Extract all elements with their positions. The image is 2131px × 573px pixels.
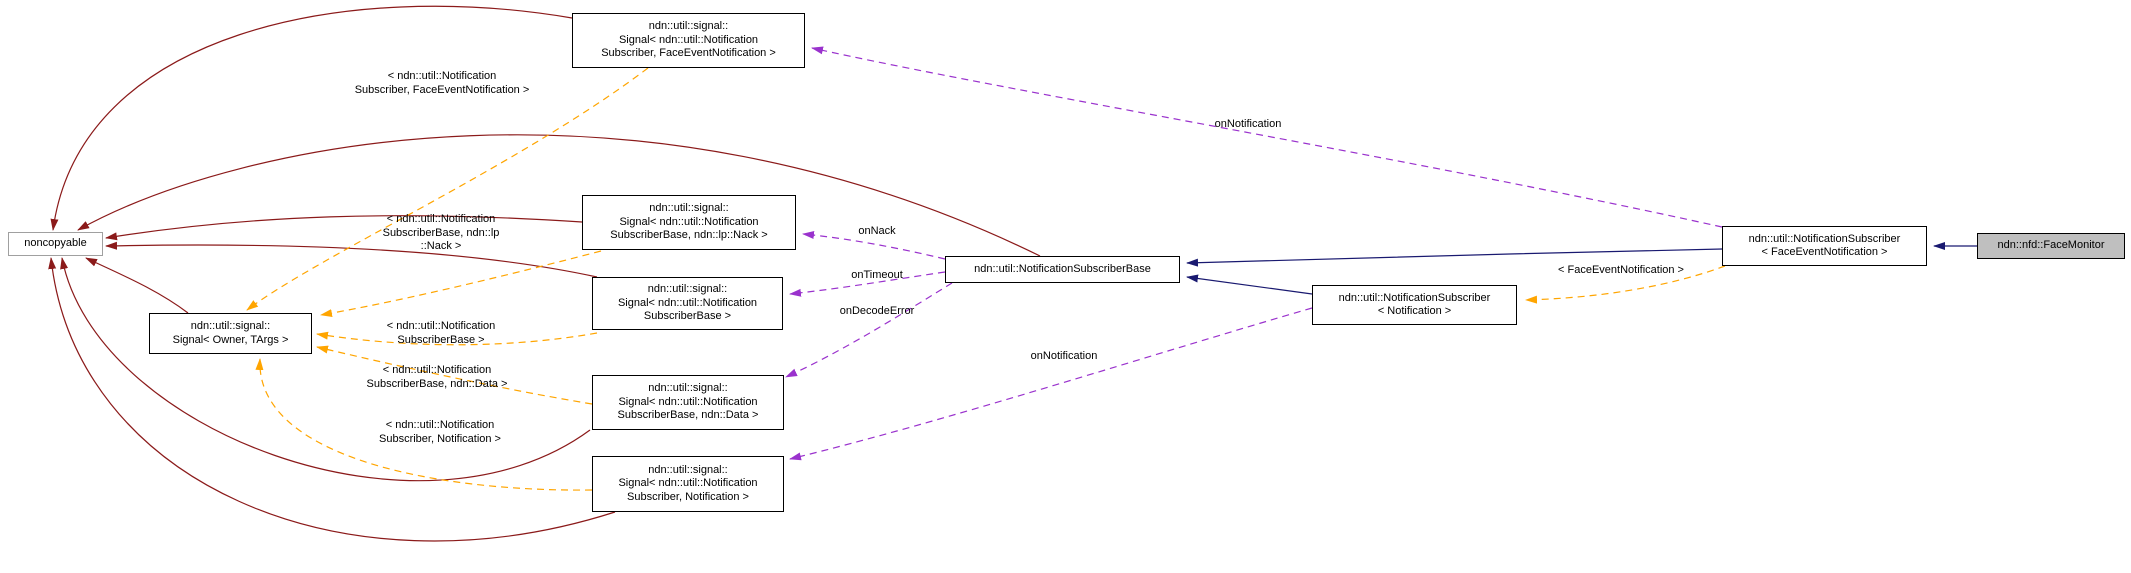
class-label: noncopyable bbox=[24, 237, 87, 250]
label-template-args-faceeventnotification: < FaceEventNotification > bbox=[1558, 264, 1684, 278]
class-notificationsubscriber-faceeventnotification[interactable]: ndn::util::NotificationSubscriber < Face… bbox=[1722, 226, 1927, 266]
class-label: ndn::util::NotificationSubscriber bbox=[1338, 291, 1491, 304]
class-label: ndn::util::signal:: bbox=[648, 382, 728, 395]
edge-label-line: SubscriberBase > bbox=[397, 333, 485, 346]
edge-inherit-signal-base-noncopyable bbox=[105, 241, 598, 278]
label-on-decode-error: onDecodeError bbox=[840, 305, 915, 319]
edge-tmpl-signal-data-signal-owner bbox=[316, 345, 593, 405]
edge-inherit-nsb-noncopyable bbox=[77, 134, 1041, 257]
class-label: ndn::util::signal:: bbox=[648, 20, 729, 33]
edge-label-line: < ndn::util::Notification bbox=[382, 364, 492, 376]
class-label: Signal< ndn::util::Notification bbox=[618, 33, 759, 46]
edge-label-line: onNotification bbox=[1030, 350, 1098, 362]
class-label: Subscriber, Notification > bbox=[627, 490, 749, 503]
edge-inherit-signal-nack-noncopyable bbox=[105, 215, 583, 241]
label-on-nack: onNack bbox=[858, 225, 895, 239]
class-label: ndn::util::signal:: bbox=[649, 202, 729, 215]
edge-label-line: < ndn::util::Notification bbox=[387, 70, 497, 82]
label-template-args-subscriberbase-nack: < ndn::util::Notification SubscriberBase… bbox=[383, 213, 500, 254]
edge-label-line: Subscriber, Notification > bbox=[379, 432, 501, 445]
class-label: < Notification > bbox=[1377, 305, 1452, 317]
class-label: Signal< ndn::util::Notification bbox=[618, 395, 758, 408]
edge-label-line: < FaceEventNotification > bbox=[1558, 264, 1684, 276]
edge-label-line: onTimeout bbox=[851, 269, 903, 281]
edge-inherit-signal-owner-noncopyable bbox=[85, 257, 189, 314]
edge-label-line: onNotification bbox=[1214, 118, 1282, 130]
class-notificationsubscriberbase[interactable]: ndn::util::NotificationSubscriberBase bbox=[945, 256, 1180, 283]
class-noncopyable[interactable]: noncopyable bbox=[8, 232, 103, 256]
edge-inherit-signal-notif-noncopyable bbox=[48, 257, 616, 542]
label-on-notification-mid: onNotification bbox=[1031, 350, 1098, 364]
label-template-args-subscriber-faceeventnotification: < ndn::util::Notification Subscriber, Fa… bbox=[355, 70, 530, 97]
label-template-args-subscriber-notification: < ndn::util::Notification Subscriber, No… bbox=[379, 419, 501, 446]
class-notificationsubscriber-notification[interactable]: ndn::util::NotificationSubscriber < Noti… bbox=[1312, 285, 1517, 325]
class-facemonitor[interactable]: ndn::nfd::FaceMonitor bbox=[1977, 233, 2125, 259]
class-label: ndn::nfd::FaceMonitor bbox=[1997, 239, 2105, 252]
edge-inherit-ns-fen-nsb bbox=[1186, 248, 1723, 267]
class-label: SubscriberBase > bbox=[643, 310, 732, 323]
edge-tmpl-ns-fen-ns-notif bbox=[1525, 265, 1726, 304]
class-label: ndn::util::NotificationSubscriber bbox=[1748, 232, 1901, 245]
edge-label-line: < ndn::util::Notification bbox=[385, 419, 495, 431]
class-signal-subscriberbase-nack[interactable]: ndn::util::signal:: Signal< ndn::util::N… bbox=[582, 195, 796, 250]
class-signal-subscriber-notification[interactable]: ndn::util::signal:: Signal< ndn::util::N… bbox=[592, 456, 784, 512]
edge-tmpl-signal-nack-signal-owner bbox=[320, 250, 602, 318]
class-signal-subscriberbase[interactable]: ndn::util::signal:: Signal< ndn::util::N… bbox=[592, 277, 783, 330]
edge-usage-ns-fen-signal-fen bbox=[811, 46, 1723, 228]
edge-tmpl-signal-base-signal-owner bbox=[316, 331, 598, 346]
edge-label-line: onDecodeError bbox=[839, 305, 915, 317]
label-template-args-subscriberbase: < ndn::util::Notification SubscriberBase… bbox=[387, 320, 496, 347]
label-on-notification-top: onNotification bbox=[1215, 118, 1282, 132]
class-signal-subscriber-faceeventnotification[interactable]: ndn::util::signal:: Signal< ndn::util::N… bbox=[572, 13, 805, 68]
edge-inherit-signal-fen-noncopyable bbox=[50, 5, 573, 231]
edge-label-line: SubscriberBase, ndn::Data > bbox=[366, 377, 508, 390]
class-label: ndn::util::signal:: bbox=[647, 283, 728, 296]
edge-usage-nsb-signal-nack bbox=[802, 231, 946, 260]
class-label: Signal< Owner, TArgs > bbox=[172, 333, 289, 346]
edge-label-line: ::Nack > bbox=[420, 240, 462, 252]
class-label: ndn::util::signal:: bbox=[190, 320, 271, 332]
class-label: Signal< ndn::util::Notification bbox=[619, 215, 759, 228]
class-signal-owner-targs[interactable]: ndn::util::signal:: Signal< Owner, TArgs… bbox=[149, 313, 312, 354]
edge-usage-nsb-signal-base bbox=[789, 271, 946, 297]
label-on-timeout: onTimeout bbox=[851, 269, 903, 283]
edge-label-line: < ndn::util::Notification bbox=[386, 320, 496, 332]
edge-inherit-signal-data-noncopyable bbox=[60, 257, 591, 482]
edge-inherit-ns-notif-nsb bbox=[1186, 274, 1313, 295]
edge-tmpl-signal-notif-signal-owner bbox=[255, 358, 593, 491]
class-label: SubscriberBase, ndn::Data > bbox=[617, 409, 759, 422]
class-label: Signal< ndn::util::Notification bbox=[618, 477, 758, 490]
class-label: Signal< ndn::util::Notification bbox=[617, 296, 758, 309]
class-label: SubscriberBase, ndn::lp::Nack > bbox=[610, 229, 768, 242]
edge-label-line: < ndn::util::Notification bbox=[386, 213, 496, 225]
class-label: < FaceEventNotification > bbox=[1761, 246, 1888, 258]
edge-usage-nsb-signal-data bbox=[785, 282, 953, 378]
edge-label-line: onNack bbox=[858, 225, 896, 237]
label-template-args-subscriberbase-data: < ndn::util::Notification SubscriberBase… bbox=[367, 364, 508, 391]
class-label: ndn::util::signal:: bbox=[648, 463, 728, 476]
class-label: Subscriber, FaceEventNotification > bbox=[601, 47, 776, 60]
edge-label-line: SubscriberBase, ndn::lp bbox=[382, 226, 500, 239]
edge-usage-ns-notif-signal-notif bbox=[789, 307, 1313, 461]
class-label: ndn::util::NotificationSubscriberBase bbox=[974, 262, 1151, 275]
edge-tmpl-signal-fen-signal-owner bbox=[246, 67, 649, 311]
class-signal-subscriberbase-data[interactable]: ndn::util::signal:: Signal< ndn::util::N… bbox=[592, 375, 784, 430]
edge-label-line: Subscriber, FaceEventNotification > bbox=[354, 83, 530, 96]
